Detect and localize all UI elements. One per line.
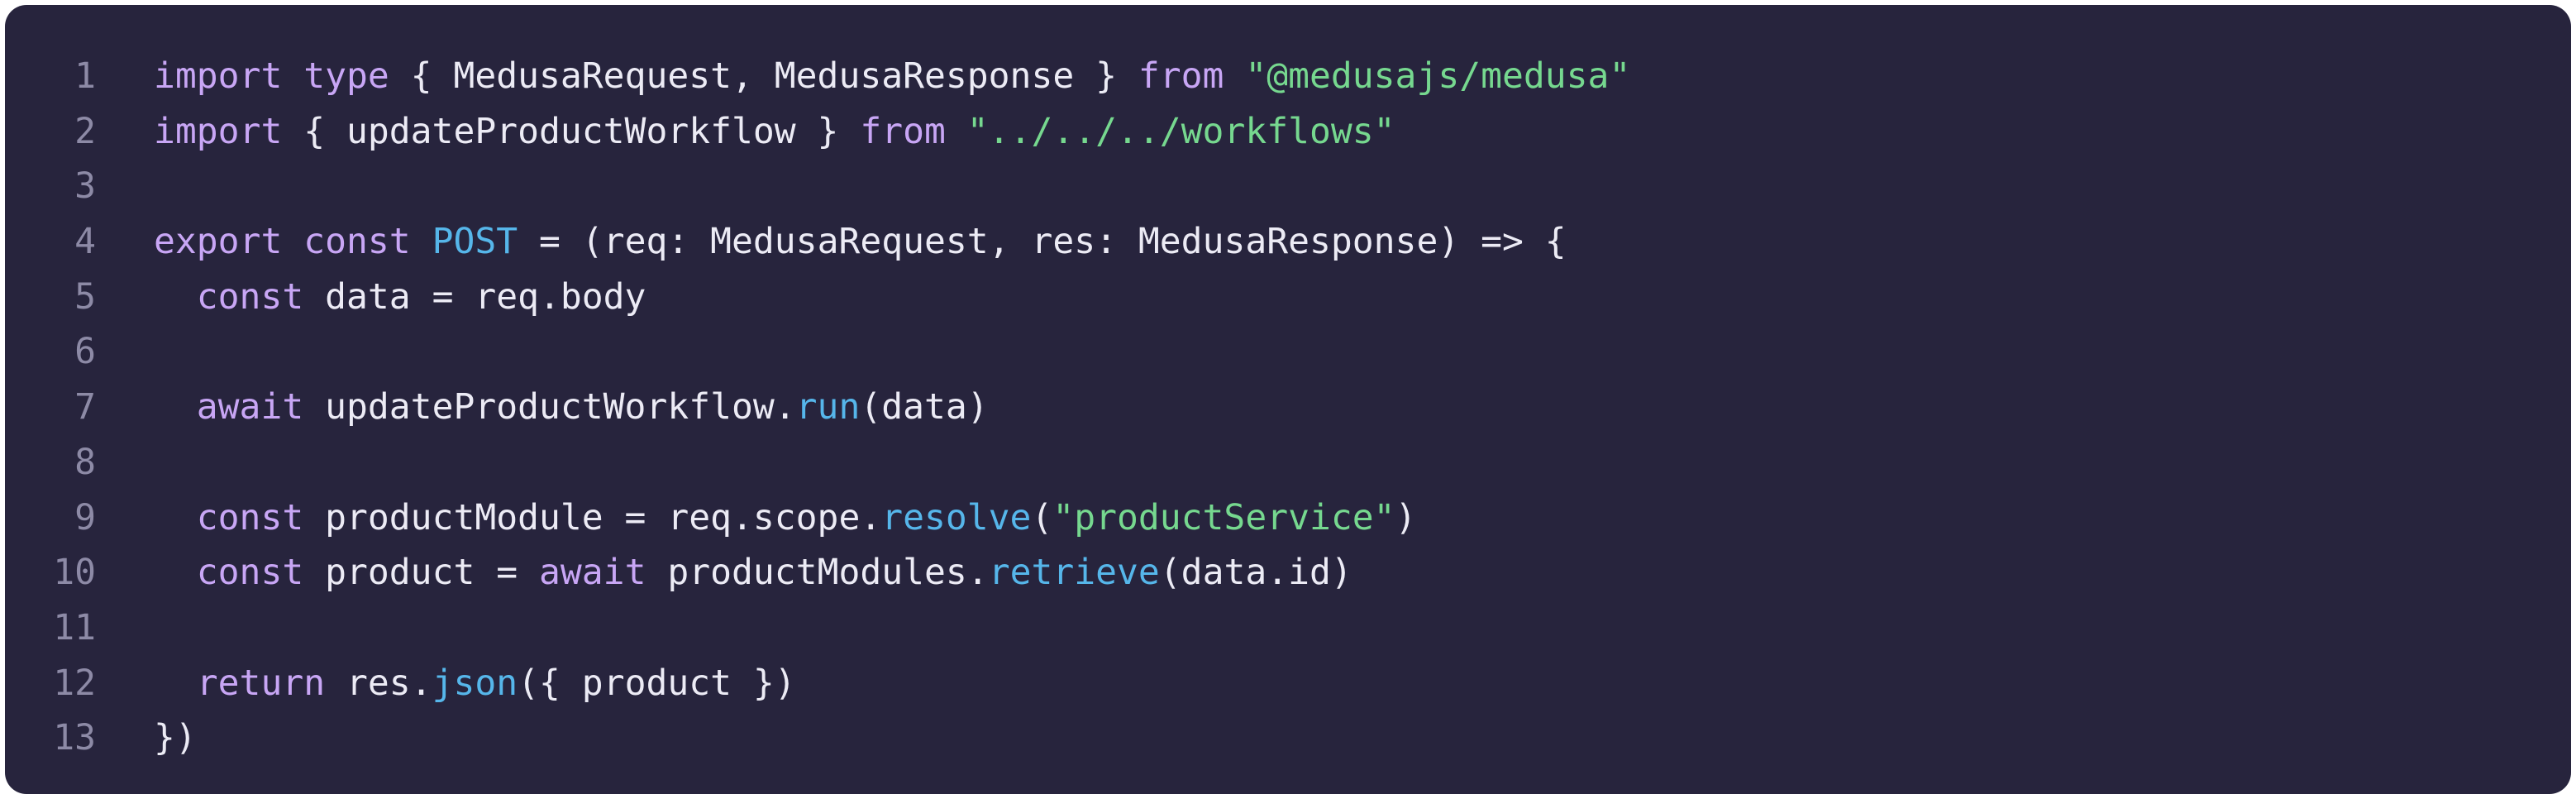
code-text: const product = await productModules.ret… — [96, 545, 1352, 600]
code-token-plain — [154, 276, 197, 318]
code-line: 11 — [5, 600, 2571, 656]
line-number: 6 — [74, 331, 96, 373]
code-text — [96, 435, 154, 490]
code-token-keyword: from — [1138, 55, 1224, 97]
code-token-keyword: const — [196, 275, 304, 318]
code-text: export const POST = (req: MedusaRequest,… — [96, 214, 1567, 270]
code-token-plain: res. — [325, 662, 432, 704]
code-token-keyword: await — [196, 386, 304, 428]
code-text — [96, 324, 154, 380]
code-token-plain: updateProductWorkflow. — [303, 386, 796, 428]
code-line: 5 const data = req.body — [5, 270, 2571, 325]
code-token-keyword: await — [539, 552, 646, 594]
code-token-keyword: return — [196, 662, 326, 704]
line-number: 13 — [53, 717, 96, 759]
code-token-plain: productModules. — [646, 552, 989, 594]
line-number: 8 — [74, 441, 96, 483]
code-text: return res.json({ product }) — [96, 656, 796, 711]
code-text — [96, 600, 154, 656]
code-text: import type { MedusaRequest, MedusaRespo… — [96, 49, 1630, 104]
code-token-plain: ({ product }) — [518, 662, 796, 704]
code-token-plain — [282, 55, 303, 97]
code-token-plain — [946, 111, 967, 152]
code-token-keyword: const — [196, 552, 304, 594]
line-number: 12 — [53, 662, 96, 704]
code-text — [96, 159, 154, 214]
code-token-plain: ) — [1395, 496, 1417, 538]
code-line: 12 return res.json({ product }) — [5, 656, 2571, 711]
code-token-plain — [411, 221, 432, 262]
code-token-func: POST — [432, 221, 518, 263]
code-line: 3 — [5, 159, 2571, 214]
code-token-plain: { MedusaRequest, MedusaResponse } — [389, 55, 1138, 97]
code-text: import { updateProductWorkflow } from ".… — [96, 104, 1395, 160]
code-token-plain — [154, 497, 197, 538]
code-token-keyword: const — [196, 496, 304, 538]
code-token-func: resolve — [881, 496, 1032, 538]
code-token-plain: }) — [154, 717, 197, 759]
code-token-plain: product = — [303, 552, 540, 594]
code-token-string: "../../../workflows" — [966, 110, 1395, 152]
line-number: 7 — [74, 386, 96, 428]
code-token-plain — [154, 386, 197, 428]
code-token-plain: = (req: MedusaRequest, res: MedusaRespon… — [518, 221, 1567, 263]
code-token-plain: (data) — [860, 386, 989, 428]
code-token-keyword: import — [154, 55, 283, 97]
code-line: 7 await updateProductWorkflow.run(data) — [5, 380, 2571, 435]
code-token-string: "productService" — [1052, 496, 1395, 538]
code-token-string: "@medusajs/medusa" — [1245, 55, 1631, 97]
line-number: 4 — [74, 221, 96, 263]
code-line: 10 const product = await productModules.… — [5, 545, 2571, 600]
code-token-func: json — [432, 662, 518, 704]
line-number: 10 — [53, 552, 96, 594]
code-token-keyword: from — [860, 110, 946, 152]
code-line: 6 — [5, 324, 2571, 380]
code-text: await updateProductWorkflow.run(data) — [96, 380, 989, 435]
code-token-plain — [282, 221, 303, 262]
code-token-plain: { updateProductWorkflow } — [282, 110, 861, 152]
code-token-keyword: type — [303, 55, 389, 97]
line-number: 11 — [53, 606, 96, 648]
code-token-plain — [1224, 55, 1245, 97]
code-token-func: run — [795, 386, 861, 428]
code-token-plain — [154, 552, 197, 593]
code-text: const data = req.body — [96, 270, 646, 325]
code-token-plain: productModule = req.scope. — [303, 496, 882, 538]
code-token-plain: data = req.body — [303, 275, 646, 318]
line-number: 5 — [74, 275, 96, 318]
code-token-keyword: export — [154, 221, 283, 263]
line-number: 1 — [74, 55, 96, 97]
line-number: 2 — [74, 110, 96, 152]
line-number: 9 — [74, 496, 96, 538]
code-token-plain — [154, 663, 197, 704]
code-line: 13}) — [5, 710, 2571, 766]
code-token-plain: (data.id) — [1159, 552, 1352, 594]
code-line: 8 — [5, 435, 2571, 490]
line-number: 3 — [74, 165, 96, 208]
code-text: }) — [96, 710, 197, 766]
code-token-func: retrieve — [988, 552, 1160, 594]
code-token-plain: ( — [1031, 496, 1053, 538]
code-text: const productModule = req.scope.resolve(… — [96, 490, 1417, 546]
code-token-keyword: const — [303, 221, 411, 263]
code-line: 9 const productModule = req.scope.resolv… — [5, 490, 2571, 546]
code-token-keyword: import — [154, 110, 283, 152]
